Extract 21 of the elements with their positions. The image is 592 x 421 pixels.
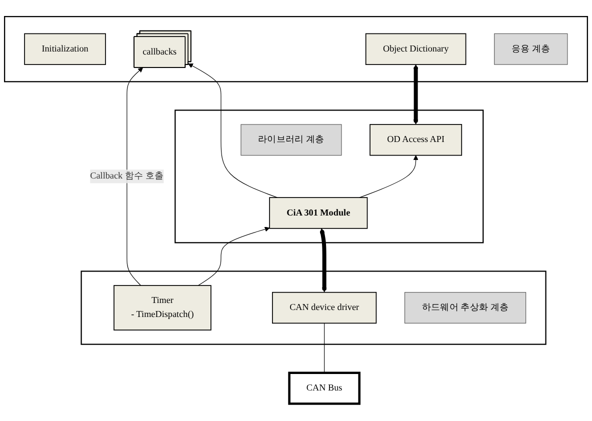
- arrow: [188, 64, 278, 198]
- node-box: 하드웨어 추상화 계층: [404, 292, 526, 324]
- edge-label: Callback 함수 호출: [90, 172, 164, 182]
- arrow: [359, 155, 418, 198]
- node-box: CAN device driver: [272, 292, 377, 324]
- arrow: [198, 227, 270, 286]
- cluster: [4, 16, 588, 83]
- node-box: Object Dictionary: [365, 34, 466, 66]
- node-box: 라이브러리 계층: [240, 124, 342, 156]
- node-box: CiA 301 Module: [269, 198, 368, 230]
- arrow: [413, 64, 418, 125]
- node-box: Initialization: [24, 34, 106, 66]
- connector: [324, 323, 325, 374]
- arrow: [126, 68, 144, 286]
- cluster: [174, 110, 484, 244]
- cluster: [80, 271, 546, 346]
- arrow: [320, 228, 327, 293]
- node-box: CAN Bus: [288, 372, 360, 406]
- node-box: 응용 계층: [494, 34, 568, 66]
- node-box: OD Access API: [370, 124, 462, 156]
- node-box: Timer - TimeDispatch(): [114, 285, 212, 331]
